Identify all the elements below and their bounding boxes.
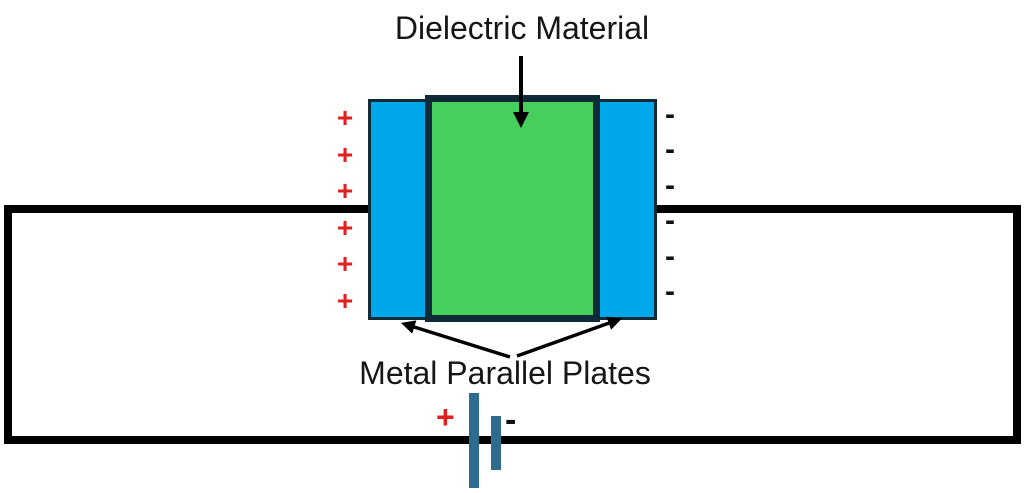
positive-charge-symbol: + bbox=[336, 175, 354, 207]
negative-charge-symbol: - bbox=[665, 133, 675, 167]
negative-charge-column: - - - - - - bbox=[655, 98, 685, 308]
negative-charge-symbol: - bbox=[665, 168, 675, 202]
left-metal-plate bbox=[368, 99, 428, 320]
right-metal-plate bbox=[597, 99, 657, 320]
positive-charge-symbol: + bbox=[336, 248, 354, 280]
battery-positive-label: + bbox=[436, 399, 455, 435]
negative-charge-symbol: - bbox=[665, 274, 675, 308]
positive-charge-symbol: + bbox=[336, 211, 354, 243]
negative-charge-symbol: - bbox=[665, 98, 675, 131]
positive-charge-symbol: + bbox=[336, 284, 354, 316]
positive-charge-symbol: + bbox=[336, 102, 354, 133]
metal-parallel-plates-label: Metal Parallel Plates bbox=[359, 355, 651, 391]
dielectric-material-rect bbox=[425, 95, 600, 322]
dielectric-material-label: Dielectric Material bbox=[394, 10, 650, 46]
negative-charge-symbol: - bbox=[665, 204, 675, 238]
positive-charge-column: + + + + + + bbox=[330, 103, 360, 315]
battery-negative-label: - bbox=[505, 401, 517, 439]
battery-negative-terminal-bar bbox=[491, 416, 501, 470]
battery-positive-terminal-bar bbox=[469, 393, 479, 488]
negative-charge-symbol: - bbox=[665, 239, 675, 273]
positive-charge-symbol: + bbox=[336, 138, 354, 170]
